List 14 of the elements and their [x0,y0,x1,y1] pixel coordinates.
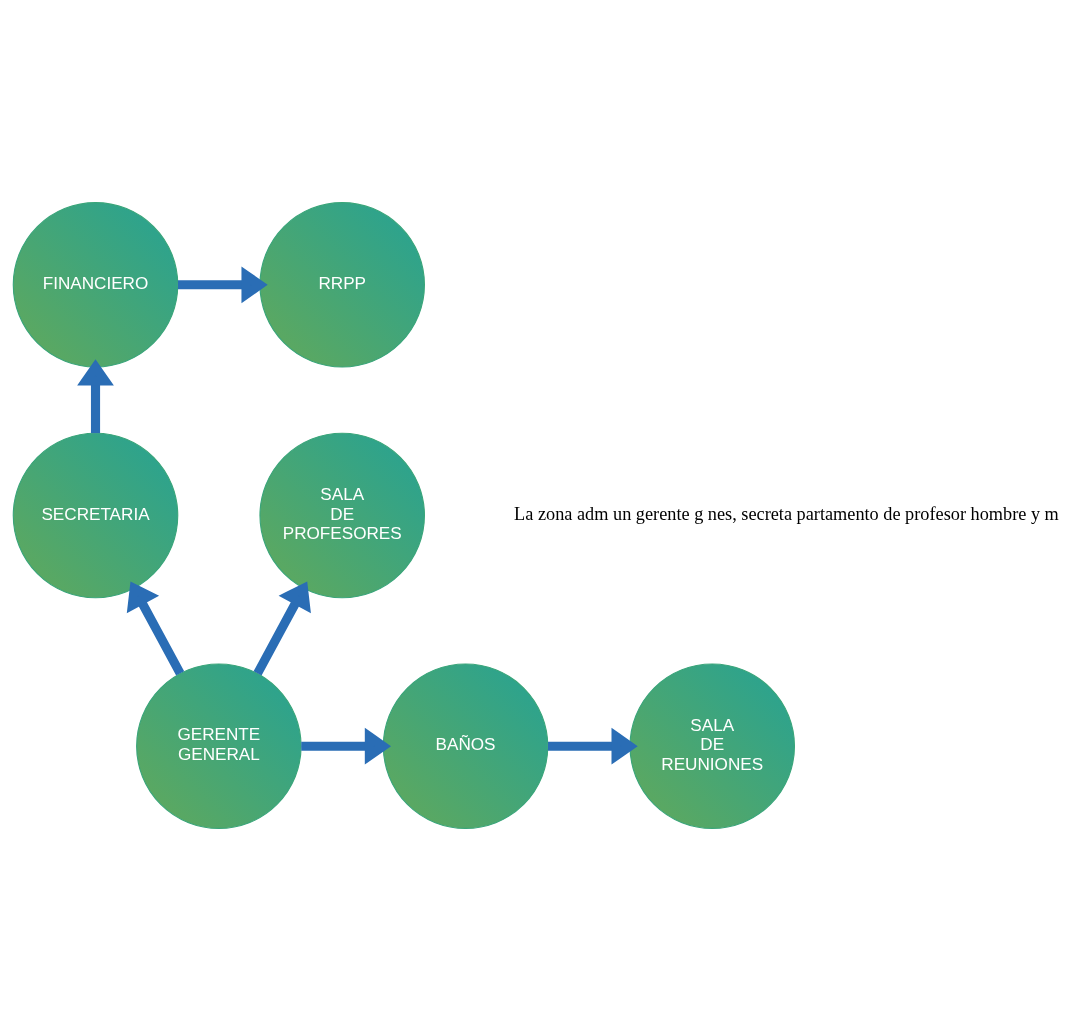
node-circle: GERENTE GENERAL [136,662,302,829]
arrow [301,727,392,765]
arrow [547,727,638,765]
arrow [177,265,268,303]
node-circle: FINANCIERO [12,201,179,368]
node-circle: BAÑOS [382,662,549,829]
node-circle: SECRETARIA [12,432,179,598]
node-circle: RRPP [259,201,425,368]
label: La zona adm un gerente g nes, secreta partamento de profesor hombre y m [514,503,1059,524]
node-circle: SALA DE PROFESORES [259,432,425,598]
node-circle: SALA DE REUNIONES [629,662,796,829]
arrow [126,580,185,676]
arrow [253,580,311,676]
arrow [77,358,114,433]
